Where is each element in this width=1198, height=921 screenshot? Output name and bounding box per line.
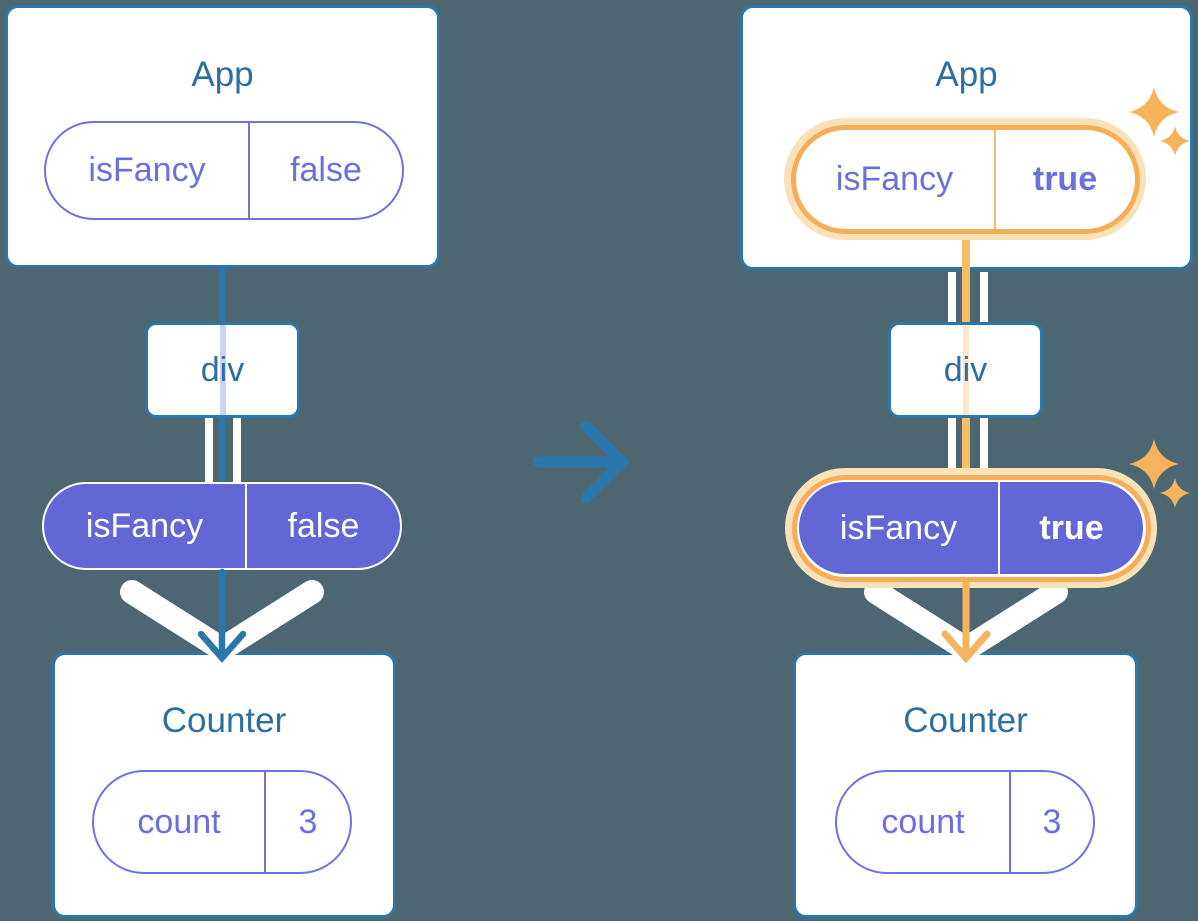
rail-left-app-after bbox=[948, 272, 956, 324]
down-arrow-icon bbox=[197, 568, 247, 663]
counter-title-after: Counter bbox=[903, 701, 1028, 740]
edge-app-to-div-after bbox=[962, 268, 970, 324]
edge-app-to-div-before bbox=[219, 264, 225, 326]
arrow-right-icon bbox=[532, 420, 630, 504]
counter-card-after: Counter count 3 bbox=[793, 652, 1138, 918]
rail-right-before bbox=[233, 416, 241, 484]
counter-title-before: Counter bbox=[161, 701, 287, 740]
state-key: count bbox=[94, 772, 266, 872]
down-arrow-icon bbox=[941, 580, 991, 664]
prop-pill-after-glow: isFancy true bbox=[784, 118, 1146, 240]
counter-card-before: Counter count 3 bbox=[52, 652, 396, 918]
app-card-after: App isFancy true bbox=[740, 5, 1193, 270]
rail-left-after bbox=[948, 416, 956, 482]
edge-div-to-prop-after bbox=[962, 416, 970, 482]
app-card-before: App isFancy false bbox=[5, 5, 440, 268]
thread-through-div-before bbox=[219, 325, 226, 415]
passed-pill-after-glow: isFancy true bbox=[785, 468, 1157, 588]
div-node-before: div bbox=[145, 322, 300, 418]
thread-through-div-after bbox=[962, 325, 969, 415]
state-pill-after: count 3 bbox=[835, 770, 1095, 874]
prop-pill-after: isFancy true bbox=[790, 124, 1140, 234]
thread-in-app-after bbox=[962, 234, 970, 270]
prop-key: isFancy bbox=[796, 129, 996, 229]
prop-value: false bbox=[290, 151, 362, 189]
prop-pill-before: isFancy false bbox=[44, 121, 404, 220]
prop-value: true bbox=[1032, 159, 1098, 198]
prop-key: isFancy bbox=[46, 123, 250, 218]
passed-value: true bbox=[1039, 508, 1104, 547]
state-value: 3 bbox=[298, 802, 318, 841]
passed-pill-after: isFancy true bbox=[799, 482, 1143, 574]
div-label-after: div bbox=[943, 350, 988, 389]
div-node-after: div bbox=[888, 322, 1043, 418]
sparkles-icon bbox=[1129, 439, 1190, 508]
rail-right-after bbox=[980, 416, 988, 482]
state-value: 3 bbox=[1042, 802, 1062, 841]
passed-pill-after-ring: isFancy true bbox=[791, 474, 1151, 582]
rail-right-app-after bbox=[980, 272, 988, 324]
passed-key: isFancy bbox=[44, 484, 247, 568]
state-key: count bbox=[837, 772, 1011, 872]
passed-key: isFancy bbox=[799, 482, 1000, 574]
div-label-before: div bbox=[200, 350, 245, 389]
passed-value: false bbox=[287, 506, 360, 545]
app-title-after: App bbox=[935, 55, 998, 94]
app-title-before: App bbox=[191, 55, 254, 94]
sparkles-icon bbox=[1129, 87, 1190, 156]
passed-pill-before: isFancy false bbox=[42, 482, 402, 570]
rail-left-before bbox=[205, 416, 213, 484]
edge-div-to-prop-before bbox=[219, 416, 225, 484]
state-pill-before: count 3 bbox=[92, 770, 352, 874]
